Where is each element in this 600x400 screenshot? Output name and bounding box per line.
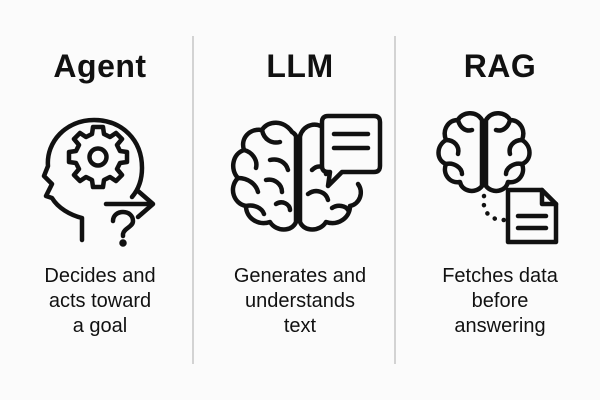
column-title: Agent: [53, 48, 147, 84]
column-divider: [394, 36, 396, 364]
column-llm: LLM: [200, 0, 400, 400]
column-title: RAG: [463, 48, 537, 84]
description-line: before: [471, 290, 529, 312]
description-line: acts toward: [48, 290, 152, 312]
column-agent: Agent Decides and acts toward a: [0, 0, 200, 400]
description-line: Generates and: [233, 265, 367, 287]
description-line: text: [283, 315, 317, 337]
brain-with-document-icon: [436, 111, 559, 245]
column-title: LLM: [266, 48, 334, 84]
description-line: Fetches data: [442, 265, 558, 287]
column-description: Decides and acts toward a goal: [0, 264, 200, 339]
column-description: Fetches data before answering: [400, 264, 600, 339]
description-line: answering: [454, 315, 546, 337]
column-rag: RAG Fetches data: [400, 0, 600, 400]
column-divider: [192, 36, 194, 364]
description-line: a goal: [72, 315, 128, 337]
head-with-gear-arrow-question-icon: [41, 117, 156, 247]
column-description: Generates and understands text: [200, 264, 400, 339]
description-line: Decides and: [44, 265, 156, 287]
brain-with-speech-bubble-icon: [230, 113, 383, 232]
description-line: understands: [244, 290, 356, 312]
